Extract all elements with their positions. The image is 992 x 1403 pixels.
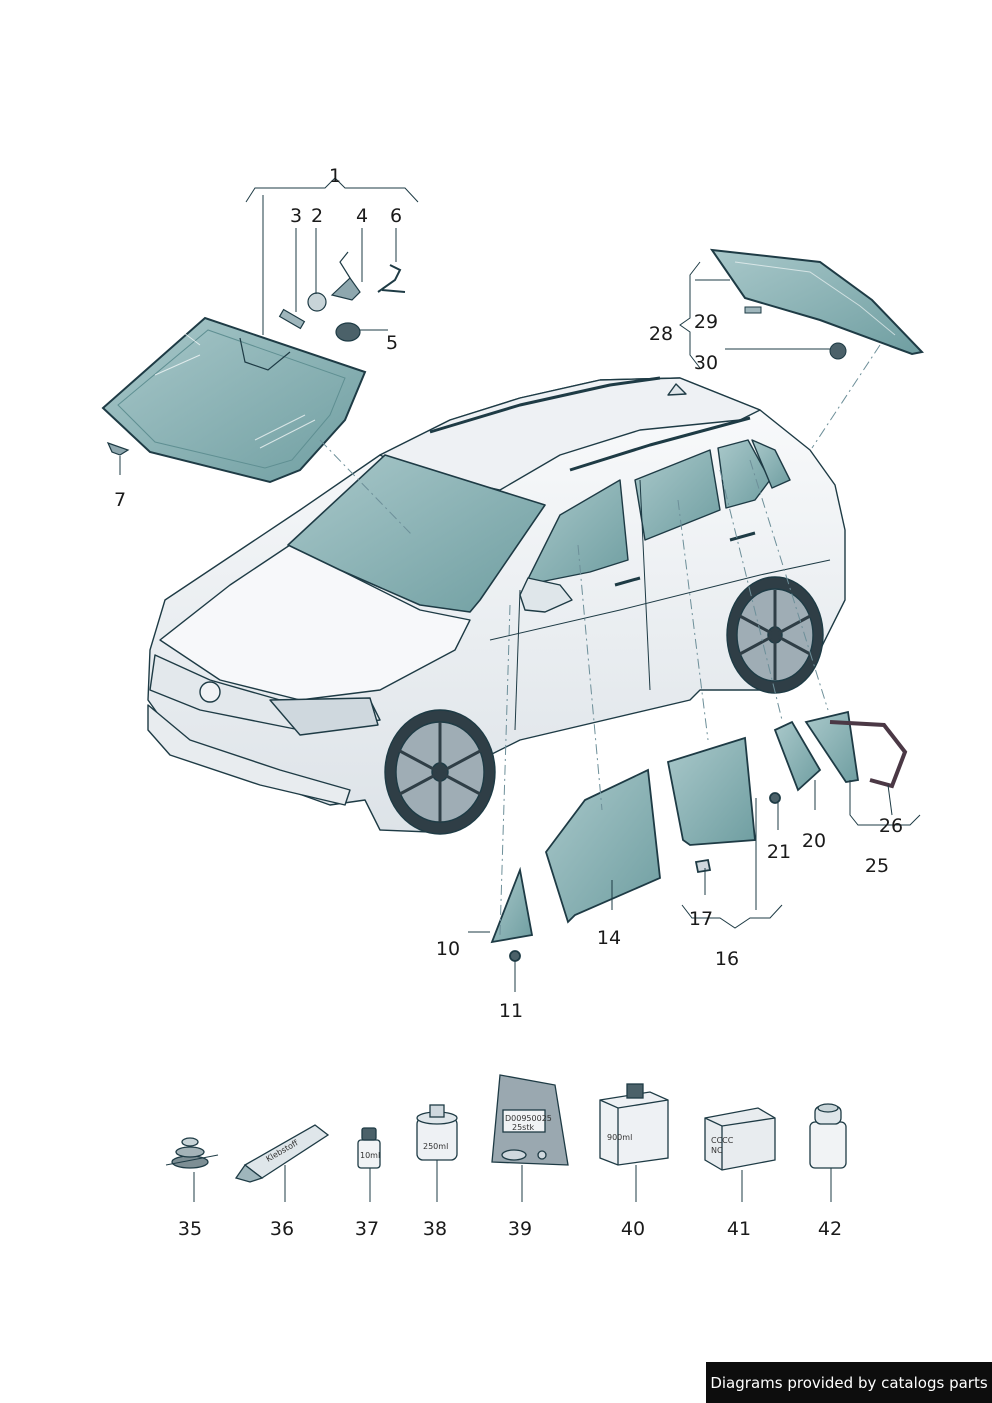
credit-banner: Diagrams provided by catalogs parts xyxy=(706,1362,992,1403)
front-wheel xyxy=(384,709,496,835)
callout-28: 28 xyxy=(649,323,673,345)
part-21-clip xyxy=(769,792,781,804)
car-front-door-window xyxy=(524,479,629,586)
callout-35: 35 xyxy=(178,1218,202,1240)
car-quarter-window xyxy=(717,439,771,509)
part-38-can: 250ml xyxy=(416,1104,458,1161)
leader-lines xyxy=(119,177,921,992)
part-4-cable xyxy=(339,251,351,279)
small-bottle-label: 10ml xyxy=(360,1151,380,1160)
body-line xyxy=(489,559,831,641)
headlight xyxy=(269,697,379,736)
roof-antenna xyxy=(667,383,687,396)
callout-4: 4 xyxy=(356,205,368,227)
callout-7: 7 xyxy=(114,489,126,511)
part-26-seal xyxy=(829,720,908,789)
callout-17: 17 xyxy=(689,908,713,930)
part-35-adhesive-bead xyxy=(165,1137,219,1169)
part-2-pad xyxy=(307,292,327,312)
callout-40: 40 xyxy=(621,1218,645,1240)
part-17-cap xyxy=(694,858,712,874)
callout-5: 5 xyxy=(386,332,398,354)
accessory-leaders xyxy=(193,1160,832,1202)
door-handle-front xyxy=(614,576,641,587)
callout-16: 16 xyxy=(715,948,739,970)
door-seam xyxy=(639,479,651,691)
part-25-fixed-glass xyxy=(804,710,860,783)
callout-38: 38 xyxy=(423,1218,447,1240)
windshield-small-parts xyxy=(106,251,406,456)
callout-2: 2 xyxy=(311,205,323,227)
callout-3: 3 xyxy=(290,205,302,227)
case-label-1: CCCC xyxy=(711,1136,734,1145)
part-30-grommet xyxy=(829,342,847,360)
callout-numbers: 1 2 3 4 5 6 7 10 11 14 16 17 20 21 25 26… xyxy=(114,165,903,1240)
part-4-sensor xyxy=(330,277,361,301)
car-rear-quarter xyxy=(751,439,791,489)
callout-25: 25 xyxy=(865,855,889,877)
callout-21: 21 xyxy=(767,841,791,863)
can-label: 250ml xyxy=(423,1142,448,1151)
roof-rail-rear xyxy=(569,416,751,472)
door-handle-rear xyxy=(729,531,756,542)
roof-rail xyxy=(429,376,661,434)
case-label-2: NC xyxy=(711,1146,723,1155)
callout-14: 14 xyxy=(597,927,621,949)
callout-42: 42 xyxy=(818,1218,842,1240)
canister-label: 900ml xyxy=(607,1133,632,1142)
side-mirror xyxy=(519,577,573,613)
accessories: Klebstoff 10ml 250ml D00950025 25stk xyxy=(165,1074,847,1183)
callout-26: 26 xyxy=(879,815,903,837)
part-39-pouch: D00950025 25stk xyxy=(491,1074,569,1166)
callout-1: 1 xyxy=(329,165,341,187)
pouch-label-1: D00950025 xyxy=(505,1114,552,1123)
front-bumper xyxy=(147,704,351,806)
credit-text: Diagrams provided by catalogs parts xyxy=(710,1373,988,1392)
door-glass-parts xyxy=(490,710,908,962)
callout-11: 11 xyxy=(499,1000,523,1022)
part-20-quarter-glass xyxy=(773,720,822,792)
part-42-cartridge xyxy=(809,1103,847,1169)
part-40-canister: 900ml xyxy=(599,1083,669,1166)
callout-6: 6 xyxy=(390,205,402,227)
callout-10: 10 xyxy=(436,938,460,960)
part-10-triangle xyxy=(490,866,534,944)
part-11-clip xyxy=(509,950,521,962)
part-29-clip xyxy=(744,306,762,314)
callout-36: 36 xyxy=(270,1218,294,1240)
part-41-case: CCCC NC xyxy=(704,1107,776,1171)
callout-39: 39 xyxy=(508,1218,532,1240)
part-36-tube: Klebstoff xyxy=(234,1124,330,1183)
rear-wheel xyxy=(726,576,824,694)
part-16-rear-door-glass xyxy=(666,736,756,846)
part-6-bracket xyxy=(377,264,406,293)
vw-logo xyxy=(199,681,221,703)
callout-30: 30 xyxy=(694,352,718,374)
part-5-camera xyxy=(335,322,361,342)
car-illustration xyxy=(147,376,846,835)
door-seam-2 xyxy=(514,589,521,731)
car-hood xyxy=(159,544,471,701)
callout-29: 29 xyxy=(694,311,718,333)
dashed-guides xyxy=(319,344,881,936)
part-3-strip xyxy=(278,308,306,330)
part-37-small-bottle: 10ml xyxy=(357,1127,381,1169)
car-windshield xyxy=(287,454,546,613)
part-14-front-door-glass xyxy=(545,768,661,924)
part-7-clip xyxy=(106,441,130,456)
rear-window-part xyxy=(709,248,924,360)
callout-20: 20 xyxy=(802,830,826,852)
callout-41: 41 xyxy=(727,1218,751,1240)
pouch-label-2: 25stk xyxy=(512,1123,534,1132)
windshield-part xyxy=(101,316,367,484)
callout-37: 37 xyxy=(355,1218,379,1240)
